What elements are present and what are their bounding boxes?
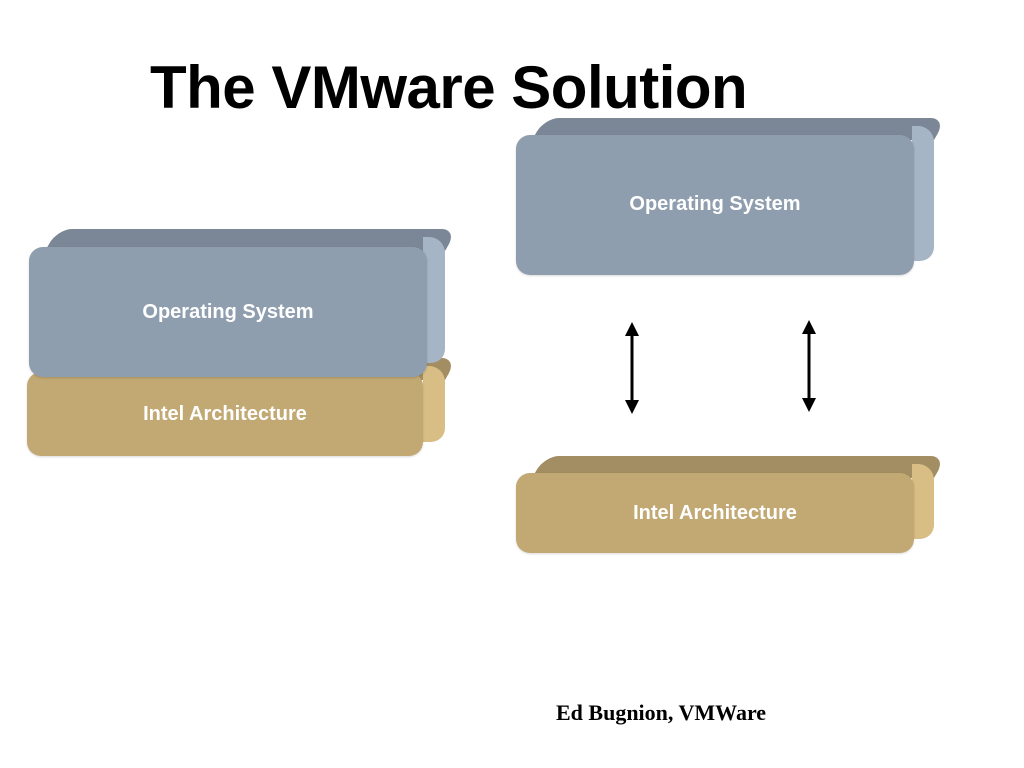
slide-title: The VMware Solution xyxy=(150,54,748,121)
author-credit: Ed Bugnion, VMWare xyxy=(556,700,767,725)
left-intel-architecture-block: Intel Architecture xyxy=(27,358,458,456)
double-arrow-right-icon xyxy=(802,320,816,412)
double-arrow-left-icon xyxy=(625,322,639,414)
right-operating-system-label: Operating System xyxy=(629,193,801,215)
right-operating-system-block: Operating System xyxy=(516,118,947,275)
left-os-block-face: Operating System xyxy=(29,247,427,377)
left-intel-architecture-label: Intel Architecture xyxy=(143,402,307,425)
left-operating-system-label: Operating System xyxy=(142,300,314,323)
right-intel-architecture-block: Intel Architecture xyxy=(516,456,947,553)
right-os-block-side xyxy=(912,126,934,261)
left-operating-system-block: Operating System xyxy=(29,229,458,377)
left-intel-block-side xyxy=(423,366,445,442)
right-os-block-face: Operating System xyxy=(516,135,914,275)
right-intel-block-side xyxy=(912,464,934,539)
left-os-block-side xyxy=(423,237,445,363)
right-intel-architecture-label: Intel Architecture xyxy=(633,501,797,524)
right-intel-block-face: Intel Architecture xyxy=(516,473,914,553)
left-intel-block-face: Intel Architecture xyxy=(27,372,423,456)
